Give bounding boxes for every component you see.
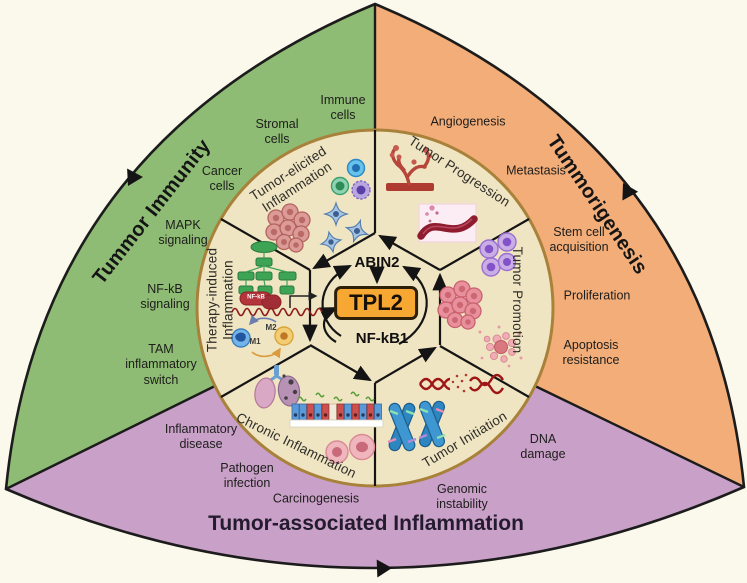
gut-epithelium-icon	[289, 391, 384, 428]
angiogenesis-icon	[386, 145, 434, 191]
inflammation-flow-arrow-icon	[376, 559, 392, 578]
immune-cells-icon	[330, 158, 371, 200]
lungs-icon	[254, 365, 301, 409]
divider-left	[5, 384, 216, 491]
apoptotic-cell-icon	[478, 325, 523, 368]
immunity-flow-arrow-icon	[127, 168, 143, 186]
inflammation-sector	[6, 308, 744, 568]
inflamed-tissue-icon	[325, 433, 376, 464]
tumor-cluster-icon	[437, 280, 483, 330]
divider-right	[534, 384, 745, 489]
chromosomes-icon	[387, 400, 446, 452]
dendritic-cells-icon	[319, 200, 370, 254]
dna-damage-icon	[418, 373, 505, 395]
right-cycle-arrow	[398, 265, 428, 345]
sector-shapes	[4, 2, 746, 578]
hexagon-cycle-arrows	[302, 232, 448, 384]
nfkb1-to-abin2-arrow	[321, 265, 352, 337]
tumor-cells-icon	[265, 203, 311, 253]
blood-vessel-icon	[417, 203, 478, 243]
center-arrows	[318, 265, 428, 345]
proliferating-cells-icon	[479, 232, 517, 277]
tpl2-node: TPL2	[334, 286, 418, 320]
nfkb-dna-icon	[231, 291, 323, 317]
nfkb1-to-tpl2-arrow	[318, 307, 338, 343]
triangle-outline	[4, 2, 746, 570]
macrophage-polarization-icon	[231, 314, 294, 359]
tumorigenesis-flow-arrow-icon	[622, 183, 639, 201]
